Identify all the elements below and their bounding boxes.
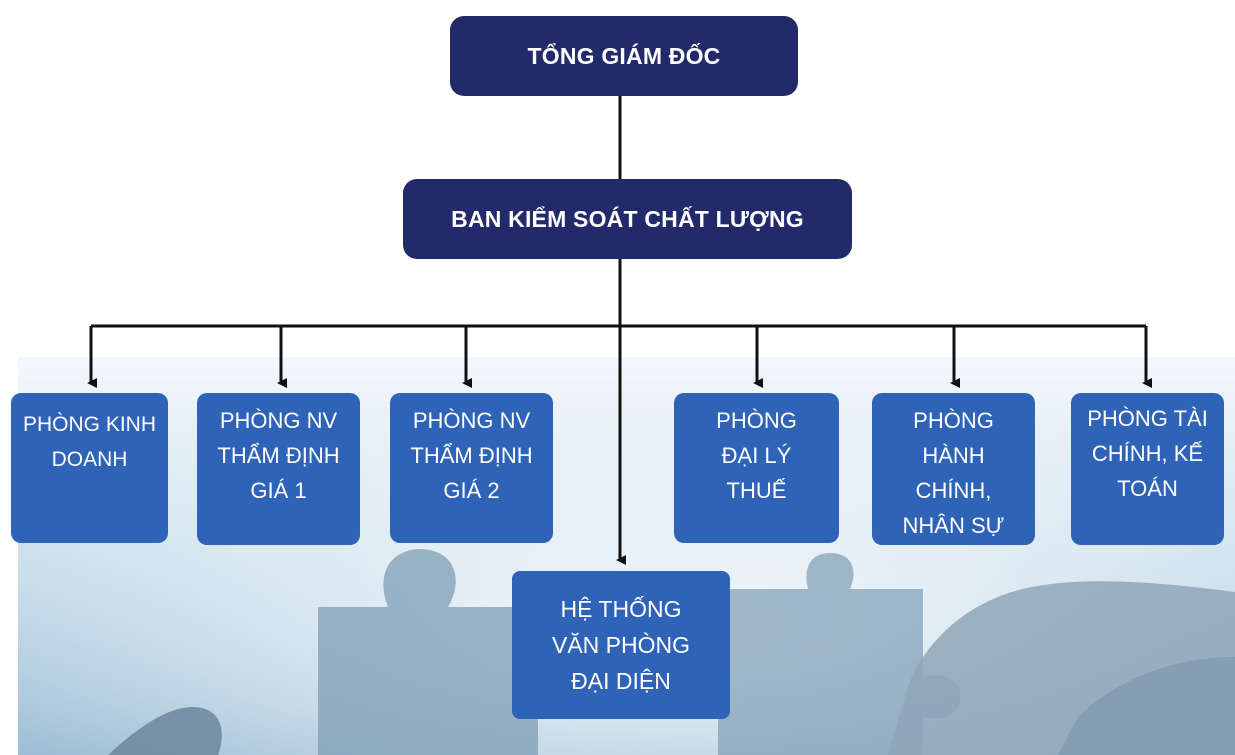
dept-tham-dinh-gia-1-label: PHÒNG NV THẨM ĐỊNH GIÁ 1 bbox=[217, 408, 340, 503]
ceo-label: TỔNG GIÁM ĐỐC bbox=[527, 42, 721, 69]
dept-dai-ly-thue-box: PHÒNG ĐẠI LÝ THUẾ bbox=[674, 393, 839, 543]
quality-board-box: BAN KIỂM SOÁT CHẤT LƯỢNG bbox=[403, 179, 852, 259]
dept-kinh-doanh-label: PHÒNG KINH DOANH bbox=[22, 413, 156, 471]
dept-tham-dinh-gia-2-label: PHÒNG NV THẨM ĐỊNH GIÁ 2 bbox=[410, 408, 533, 503]
dept-tham-dinh-gia-2-box: PHÒNG NV THẨM ĐỊNH GIÁ 2 bbox=[390, 393, 553, 543]
dept-tham-dinh-gia-1-box: PHÒNG NV THẨM ĐỊNH GIÁ 1 bbox=[197, 393, 360, 545]
dept-tai-chinh-ke-toan-box: PHÒNG TÀI CHÍNH, KẾ TOÁN bbox=[1071, 393, 1224, 545]
dept-hanh-chinh-nhan-su-box: PHÒNG HÀNH CHÍNH, NHÂN SỰ bbox=[872, 393, 1035, 545]
representative-offices-label: HỆ THỐNG VĂN PHÒNG ĐẠI DIỆN bbox=[551, 596, 691, 694]
dept-kinh-doanh-box: PHÒNG KINH DOANH bbox=[11, 393, 168, 543]
representative-offices-box: HỆ THỐNG VĂN PHÒNG ĐẠI DIỆN bbox=[512, 571, 730, 719]
dept-dai-ly-thue-label: PHÒNG ĐẠI LÝ THUẾ bbox=[716, 408, 797, 503]
dept-tai-chinh-ke-toan-label: PHÒNG TÀI CHÍNH, KẾ TOÁN bbox=[1087, 406, 1208, 501]
quality-board-label: BAN KIỂM SOÁT CHẤT LƯỢNG bbox=[451, 205, 804, 232]
ceo-box: TỔNG GIÁM ĐỐC bbox=[450, 16, 798, 96]
dept-hanh-chinh-nhan-su-label: PHÒNG HÀNH CHÍNH, NHÂN SỰ bbox=[902, 408, 1005, 538]
